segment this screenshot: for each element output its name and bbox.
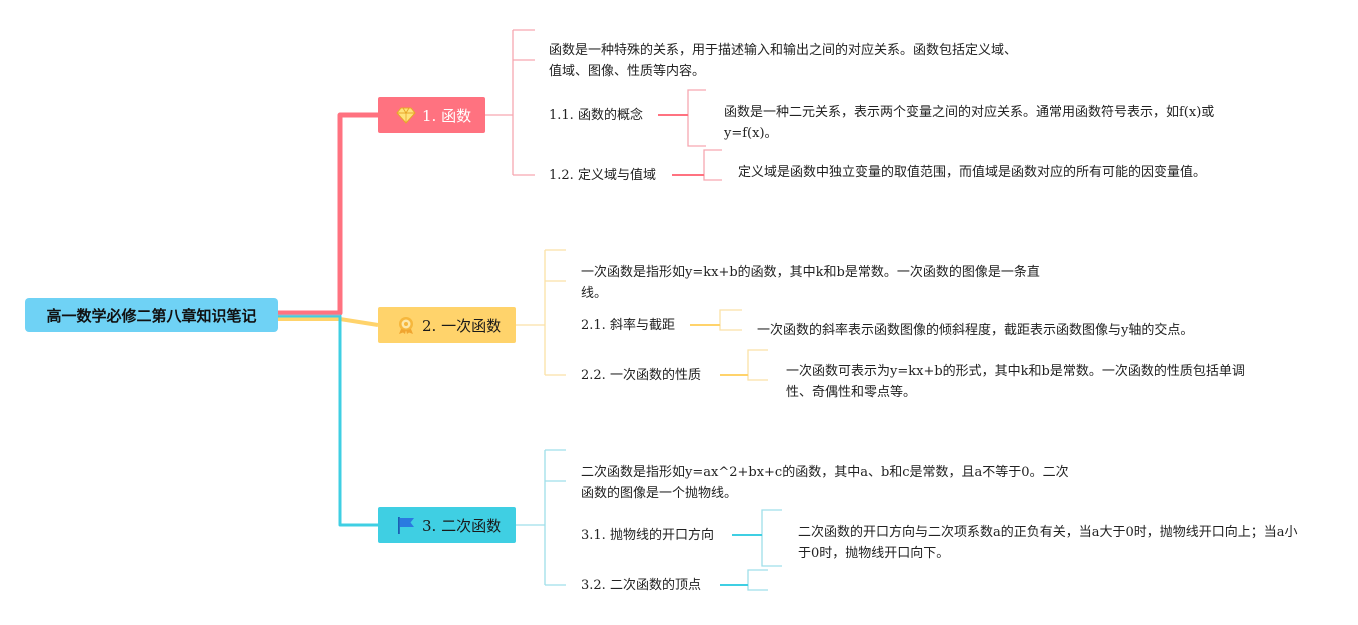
branch-topic-linear-function[interactable]: 2. 一次函数 [378, 307, 516, 343]
branch-label: 3. 二次函数 [422, 516, 502, 535]
flag-icon [396, 515, 416, 535]
root-title: 高一数学必修二第八章知识笔记 [46, 306, 257, 325]
subtopic-function-concept[interactable]: 1.1. 函数的概念 [549, 108, 643, 123]
branch-topic-quadratic-function[interactable]: 3. 二次函数 [378, 507, 516, 543]
award-icon [396, 315, 416, 335]
branch-summary: 一次函数是指形如y=kx+b的函数，其中k和b是常数。一次函数的图像是一条直线。 [581, 265, 1040, 301]
subtopic-parabola-direction[interactable]: 3.1. 抛物线的开口方向 [581, 528, 714, 543]
branch-topic-function[interactable]: 1. 函数 [378, 97, 485, 133]
branch-summary: 二次函数是指形如y=ax^2+bx+c的函数，其中a、b和c是常数，且a不等于0… [581, 465, 1069, 501]
subtopic-quadratic-vertex[interactable]: 3.2. 二次函数的顶点 [581, 578, 701, 593]
branch-label: 1. 函数 [422, 106, 472, 125]
subtopic-detail: 一次函数的斜率表示函数图像的倾斜程度，截距表示函数图像与y轴的交点。 [757, 323, 1194, 338]
subtopic-detail: 一次函数可表示为y=kx+b的形式，其中k和b是常数。一次函数的性质包括单调性、… [786, 364, 1245, 400]
subtopic-detail: 二次函数的开口方向与二次项系数a的正负有关，当a大于0时，抛物线开口向上；当a小… [798, 525, 1298, 561]
subtopic-domain-range[interactable]: 1.2. 定义域与值域 [549, 168, 656, 183]
diamond-icon [396, 105, 416, 125]
subtopic-detail: 函数是一种二元关系，表示两个变量之间的对应关系。通常用函数符号表示，如f(x)或… [724, 105, 1215, 141]
subtopic-slope-intercept[interactable]: 2.1. 斜率与截距 [581, 318, 675, 333]
root-topic[interactable]: 高一数学必修二第八章知识笔记 [25, 298, 278, 332]
subtopic-detail: 定义域是函数中独立变量的取值范围，而值域是函数对应的所有可能的因变量值。 [738, 165, 1207, 180]
branch-summary: 函数是一种特殊的关系，用于描述输入和输出之间的对应关系。函数包括定义域、值域、图… [549, 43, 1018, 79]
branch-label: 2. 一次函数 [422, 316, 502, 335]
subtopic-linear-properties[interactable]: 2.2. 一次函数的性质 [581, 368, 701, 383]
